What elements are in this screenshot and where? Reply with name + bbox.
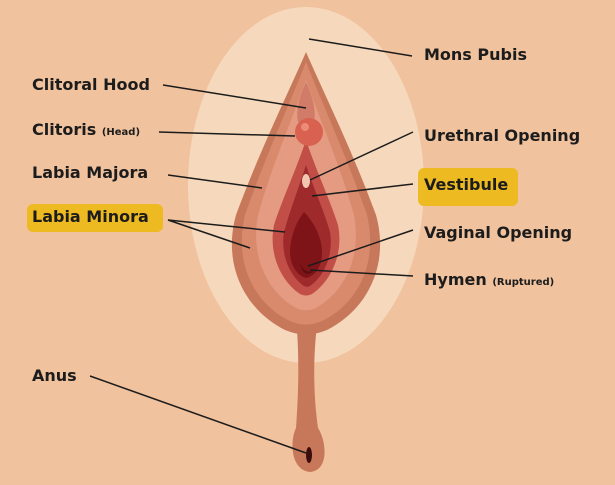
leader-hymen <box>309 269 414 277</box>
vestibule-highlight <box>418 168 518 206</box>
label-labia-majora-text: Labia Majora <box>32 163 149 182</box>
label-anus-text: Anus <box>32 366 77 385</box>
label-hymen-note: (Ruptured) <box>492 277 555 288</box>
leader-clitoral-hood <box>162 84 307 109</box>
leader-vaginal-opening <box>307 229 414 267</box>
label-vestibule: Vestibule <box>424 175 508 195</box>
leader-vestibule <box>311 183 414 197</box>
label-hymen-text: Hymen <box>424 270 487 289</box>
label-vestibule-text: Vestibule <box>424 175 509 194</box>
leader-mons-pubis <box>308 38 413 57</box>
label-mons-pubis-text: Mons Pubis <box>424 45 527 64</box>
label-anus: Anus <box>32 366 77 386</box>
urethral-opening-shape <box>302 174 310 188</box>
label-mons-pubis: Mons Pubis <box>424 45 527 65</box>
label-clitoral-hood: Clitoral Hood <box>32 75 150 95</box>
label-clitoris-text: Clitoris <box>32 120 97 139</box>
leader-urethral-opening <box>309 131 414 181</box>
label-hymen: Hymen (Ruptured) <box>424 270 554 293</box>
vaginal-opening-shape <box>290 212 322 278</box>
anus-shape <box>306 447 312 463</box>
label-labia-minora: Labia Minora <box>32 207 149 227</box>
leader-labia-minora-2 <box>167 219 251 249</box>
label-urethral-opening: Urethral Opening <box>424 126 580 146</box>
label-vaginal-opening: Vaginal Opening <box>424 223 572 243</box>
clitoris-shape <box>295 118 323 146</box>
clitoral-hood-shape <box>297 82 315 122</box>
clitoris-highlight <box>301 123 309 131</box>
label-clitoris-note: (Head) <box>101 127 141 138</box>
leader-anus <box>89 375 307 454</box>
label-clitoral-hood-text: Clitoral Hood <box>32 75 150 94</box>
label-urethral-opening-text: Urethral Opening <box>424 126 581 145</box>
label-labia-minora-text: Labia Minora <box>32 207 149 226</box>
perineum-drip <box>292 318 325 472</box>
leader-labia-minora-1 <box>167 219 286 233</box>
leader-lines <box>89 38 414 454</box>
leader-clitoris <box>158 131 296 137</box>
label-vaginal-opening-text: Vaginal Opening <box>424 223 573 242</box>
label-clitoris: Clitoris (Head) <box>32 120 140 143</box>
leader-labia-majora <box>167 174 263 189</box>
label-labia-majora: Labia Majora <box>32 163 148 183</box>
hymen-shape <box>300 262 314 274</box>
labia-minora-highlight <box>27 204 163 232</box>
